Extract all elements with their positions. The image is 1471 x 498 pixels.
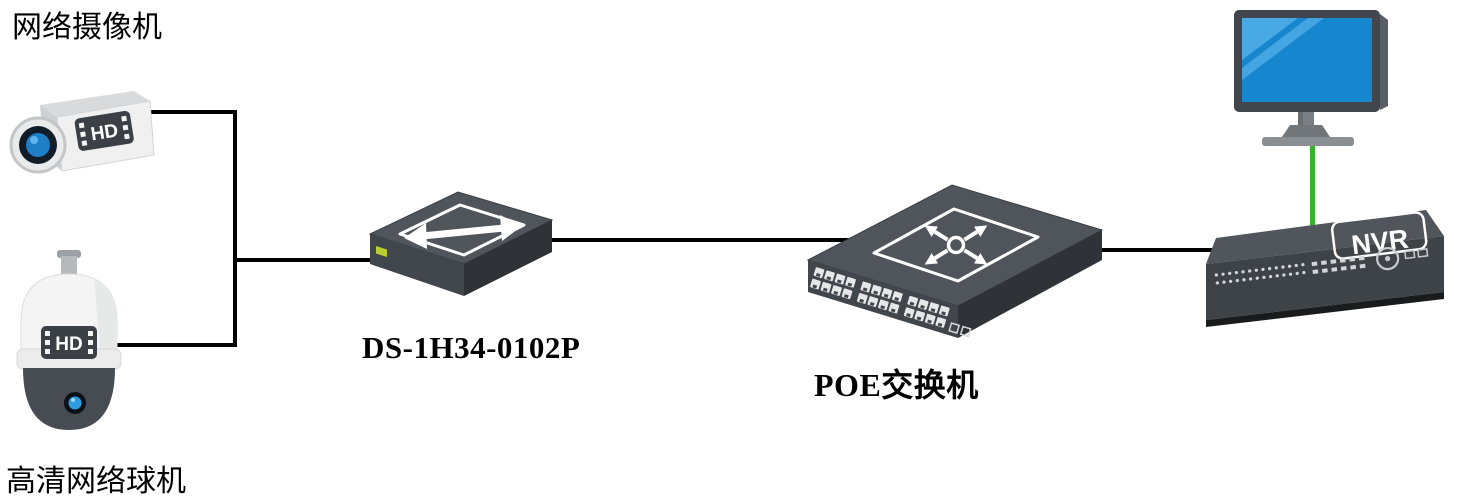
top-panel-outline [872,207,1040,283]
dome-camera: HD [16,250,122,430]
dome-camera-label: 高清网络球机 [6,465,186,498]
monitor [1234,10,1388,146]
hd-badge: HD [41,326,97,359]
poe-switch-label: POE交换机 [814,367,979,403]
film-strip-dots [78,115,130,147]
vent-dots [1214,262,1306,277]
box-camera: HD [9,91,155,174]
sfp-ports [948,322,972,338]
cable-to-extender [233,258,374,262]
poe-extender [368,191,554,296]
hd-badge: HD [74,110,134,151]
cable-switch-to-nvr [1090,248,1212,252]
switching-arrows-icon [924,225,988,265]
film-strip-dots [45,331,93,354]
cable-boxcam-horizontal [140,110,237,114]
camera-lens-icon [9,116,67,174]
cable-trunk-vertical [233,110,237,347]
ethernet-ports [809,267,972,338]
nvr-label-plate: NVR [1330,211,1428,261]
hd-badge-text: HD [89,120,119,145]
nvr-chassis [1206,210,1444,327]
dome-lens-icon [64,392,86,414]
nvr-front-panel [1214,246,1429,285]
poe-switch [806,184,1104,338]
top-panel-outline [398,203,526,257]
monitor-stand [1262,112,1354,146]
cable-monitor-to-nvr-green [1310,144,1315,228]
jog-dial-knob [1376,246,1400,271]
monitor-screen [1242,18,1372,102]
cable-domecam-horizontal [110,343,237,347]
status-led [376,246,387,257]
hd-badge-text: HD [55,334,82,355]
extender-chassis [368,191,554,296]
usb-ports [1404,248,1429,260]
double-arrow-icon [404,215,522,249]
cable-extender-to-switch [548,238,858,242]
nvr-label-text: NVR [1350,224,1410,261]
vent-dots [1215,270,1307,285]
network-camera-label: 网络摄像机 [12,11,162,44]
nvr: NVR [1206,210,1444,327]
extender-model-label: DS-1H34-0102P [362,330,581,365]
